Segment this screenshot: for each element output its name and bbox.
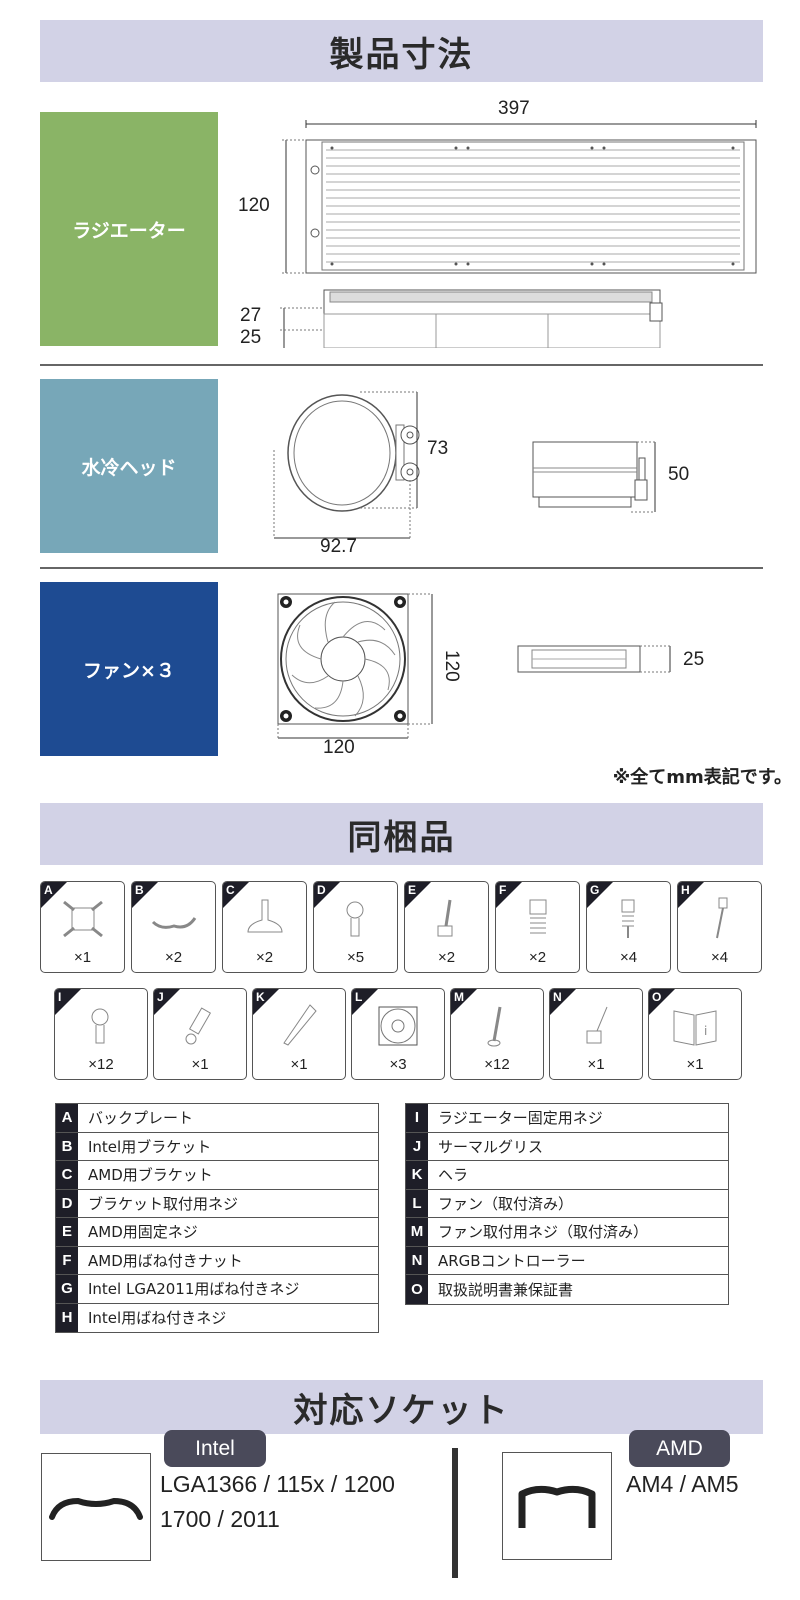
radiator-height-value: 120	[238, 195, 270, 216]
part-card-h: H ×4	[677, 881, 762, 973]
part-card-f: F ×2	[495, 881, 580, 973]
intel-socket-line-2: 1700 / 2011	[160, 1506, 280, 1532]
amd-badge: AMD	[629, 1430, 730, 1467]
amd-bracket-box	[502, 1452, 612, 1560]
intel-bracket-icon	[151, 917, 196, 929]
manual-icon: i	[673, 1010, 717, 1046]
water-head-width-value: 92.7	[320, 536, 357, 557]
fan-front-drawing	[277, 593, 433, 740]
water-head-side-drawing	[532, 441, 656, 513]
contents-title: 同梱品	[347, 817, 456, 858]
amd-bracket-icon	[518, 1485, 596, 1528]
fan-screw-icon	[487, 1006, 502, 1047]
fan-height-value: 120	[441, 650, 462, 682]
part-card-c: C ×2	[222, 881, 307, 973]
fan-label-block: ファン×３	[40, 582, 218, 756]
standoff-screw-icon	[437, 899, 452, 937]
spring-nut-icon	[529, 899, 546, 934]
part-card-m: M ×12	[450, 988, 544, 1080]
fan-side-drawing	[517, 645, 671, 673]
svg-text:i: i	[704, 1024, 707, 1038]
parts-row-1: A ×1 B ×2 C ×2 D ×5 E ×2 F ×2 G ×4 H ×4	[40, 881, 762, 973]
radiator-top-drawing	[280, 120, 757, 348]
intel-badge: Intel	[164, 1430, 266, 1467]
units-note: ※全てmm表記です。	[612, 767, 792, 788]
amd-bracket-icon	[246, 899, 283, 933]
radiator-label-block: ラジエーター	[40, 112, 218, 346]
fan-width-value: 120	[323, 737, 355, 758]
intel-socket-list: LGA1366 / 115x / 1200 1700 / 2011	[160, 1467, 395, 1537]
fan-thickness-value: 25	[683, 649, 705, 670]
long-screw-icon	[715, 897, 727, 939]
spring-screw-icon	[621, 899, 634, 938]
spatula-icon	[283, 1004, 317, 1046]
screw-icon	[346, 901, 363, 937]
contents-header: 同梱品	[40, 803, 763, 865]
water-head-top-drawing	[273, 391, 420, 539]
fan-icon	[378, 1006, 418, 1046]
part-card-b: B ×2	[131, 881, 216, 973]
part-card-d: D ×5	[313, 881, 398, 973]
intel-bracket-box	[41, 1453, 151, 1561]
part-card-k: K ×1	[252, 988, 346, 1080]
fan-thickness-on-radiator-value: 25	[240, 327, 262, 348]
argb-controller-icon	[586, 1006, 608, 1044]
water-head-label-block: 水冷ヘッド	[40, 379, 218, 553]
radiator-label: ラジエーター	[72, 219, 186, 242]
socket-divider	[452, 1448, 458, 1578]
radiator-width-value: 397	[498, 98, 530, 119]
water-head-label: 水冷ヘッド	[81, 456, 177, 479]
part-card-i: I ×12	[54, 988, 148, 1080]
part-card-g: G ×4	[586, 881, 671, 973]
dimensions-header: 製品寸法	[40, 20, 763, 82]
divider-1	[40, 364, 763, 366]
thermal-grease-icon	[185, 1007, 212, 1045]
radiator-screw-icon	[91, 1008, 109, 1044]
intel-bracket-icon	[49, 1497, 143, 1520]
divider-2	[40, 567, 763, 569]
amd-socket-line-1: AM4 / AM5	[626, 1471, 739, 1497]
socket-header: 対応ソケット	[40, 1380, 763, 1434]
parts-row-2: I ×12 J ×1 K ×1 L ×3 M ×12 N ×1 O i ×1	[54, 988, 742, 1080]
intel-socket-line-1: LGA1366 / 115x / 1200	[160, 1471, 395, 1497]
amd-socket-list: AM4 / AM5	[626, 1467, 738, 1502]
socket-title: 対応ソケット	[293, 1390, 510, 1431]
water-head-side-height-value: 50	[668, 464, 690, 485]
part-card-l: L ×3	[351, 988, 445, 1080]
part-card-j: J ×1	[153, 988, 247, 1080]
part-card-e: E ×2	[404, 881, 489, 973]
part-card-a: A ×1	[40, 881, 125, 973]
backplate-icon	[62, 900, 103, 938]
radiator-thickness-value: 27	[240, 305, 262, 326]
fan-label: ファン×３	[83, 659, 175, 682]
part-card-o: O i ×1	[648, 988, 742, 1080]
water-head-height-value: 73	[427, 438, 449, 459]
dimensions-title: 製品寸法	[329, 34, 474, 75]
part-card-n: N ×1	[549, 988, 643, 1080]
